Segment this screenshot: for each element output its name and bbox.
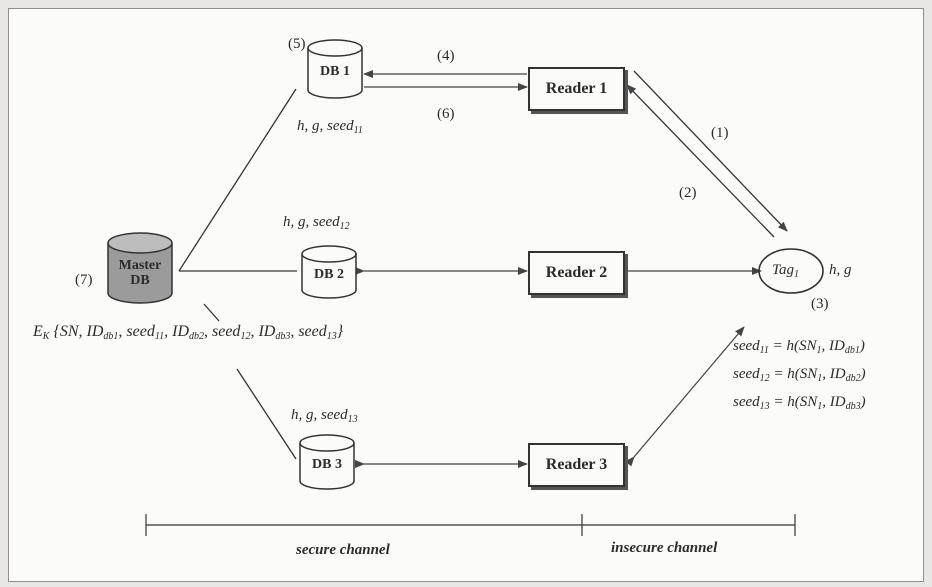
tag-ellipse [758, 248, 824, 294]
db1-params: h, g, seed11 [297, 119, 363, 136]
tag-label: Tag1 [772, 263, 799, 280]
expr-p5: , seed [204, 323, 241, 340]
db3-cylinder: DB 3 [298, 434, 356, 490]
db1-label: DB 1 [320, 64, 350, 80]
step-7: (7) [75, 272, 93, 288]
eq2-sn-sub: 1 [817, 373, 823, 384]
db2-params-sub: 12 [339, 221, 350, 232]
eq2-seed-sub: 12 [759, 373, 770, 384]
expr-p4: db2 [189, 331, 204, 342]
secure-channel-label: secure channel [296, 542, 390, 558]
expr-p7: , ID [250, 323, 276, 340]
expr-p6: 12 [240, 331, 251, 342]
master-db1-link [178, 88, 297, 272]
expr-p1: , seed [118, 323, 155, 340]
db2-params: h, g, seed12 [283, 215, 350, 232]
tag-sub: 1 [793, 269, 799, 280]
master-db-label-2: DB [130, 273, 150, 288]
db3-params-sub: 13 [347, 414, 358, 425]
step-2: (2) [679, 185, 697, 201]
equation-3: seed13 = h(SN1, IDdb3) [733, 394, 866, 412]
equation-1: seed11 = h(SN1, IDdb1) [733, 338, 865, 356]
step-6: (6) [437, 106, 455, 122]
expr-body: {SN, ID [53, 323, 104, 340]
db3-params-text: h, g, seed [291, 407, 348, 423]
connection-lines [145, 70, 824, 536]
arrow-reader3-tag [625, 326, 745, 467]
master-db3-link [236, 368, 297, 460]
eq2-id-sub: db2 [845, 373, 861, 384]
expr-p9: , seed [290, 323, 327, 340]
expr-p10: 13 [326, 331, 337, 342]
eq1-seed-sub: 11 [759, 345, 769, 356]
arrow-step2 [626, 84, 775, 238]
expr-p0: db1 [103, 331, 119, 342]
db1-cylinder: DB 1 [306, 39, 364, 99]
step-5: (5) [288, 36, 306, 52]
db1-params-sub: 11 [353, 125, 363, 136]
step-1: (1) [711, 125, 729, 141]
eq3-seed-sub: 13 [759, 401, 770, 412]
db3-params: h, g, seed13 [291, 408, 358, 425]
eq3-sn-sub: 1 [817, 401, 823, 412]
expr-p11: } [336, 323, 344, 340]
reader1-box: Reader 1 [528, 67, 625, 111]
ek: E [33, 323, 43, 340]
db2-cylinder: DB 2 [300, 245, 358, 299]
equation-2: seed12 = h(SN1, IDdb2) [733, 366, 866, 384]
master-db3-link-top [203, 303, 220, 322]
db2-label: DB 2 [314, 267, 344, 283]
db1-params-text: h, g, seed [297, 118, 354, 134]
eq1-id-sub: db1 [844, 345, 860, 356]
eq3-id-sub: db3 [845, 401, 861, 412]
reader2-box: Reader 2 [528, 251, 625, 295]
master-expression: EK {SN, IDdb1, seed11, IDdb2, seed12, ID… [33, 324, 343, 342]
tag-params: h, g [829, 262, 852, 278]
step-4: (4) [437, 48, 455, 64]
ek-sub: K [42, 331, 50, 342]
reader3-box: Reader 3 [528, 443, 625, 487]
insecure-channel-label: insecure channel [611, 540, 718, 556]
tag-name: Tag [772, 262, 794, 278]
db2-params-text: h, g, seed [283, 214, 340, 230]
master-db-label-1: Master [118, 257, 162, 273]
db3-label: DB 3 [312, 457, 342, 473]
expr-p3: , ID [164, 323, 189, 340]
eq1-sn-sub: 1 [816, 345, 822, 356]
expr-p8: db3 [275, 331, 291, 342]
arrow-step1 [633, 70, 788, 232]
expr-p2: 11 [154, 331, 165, 342]
tag-step: (3) [811, 296, 829, 312]
